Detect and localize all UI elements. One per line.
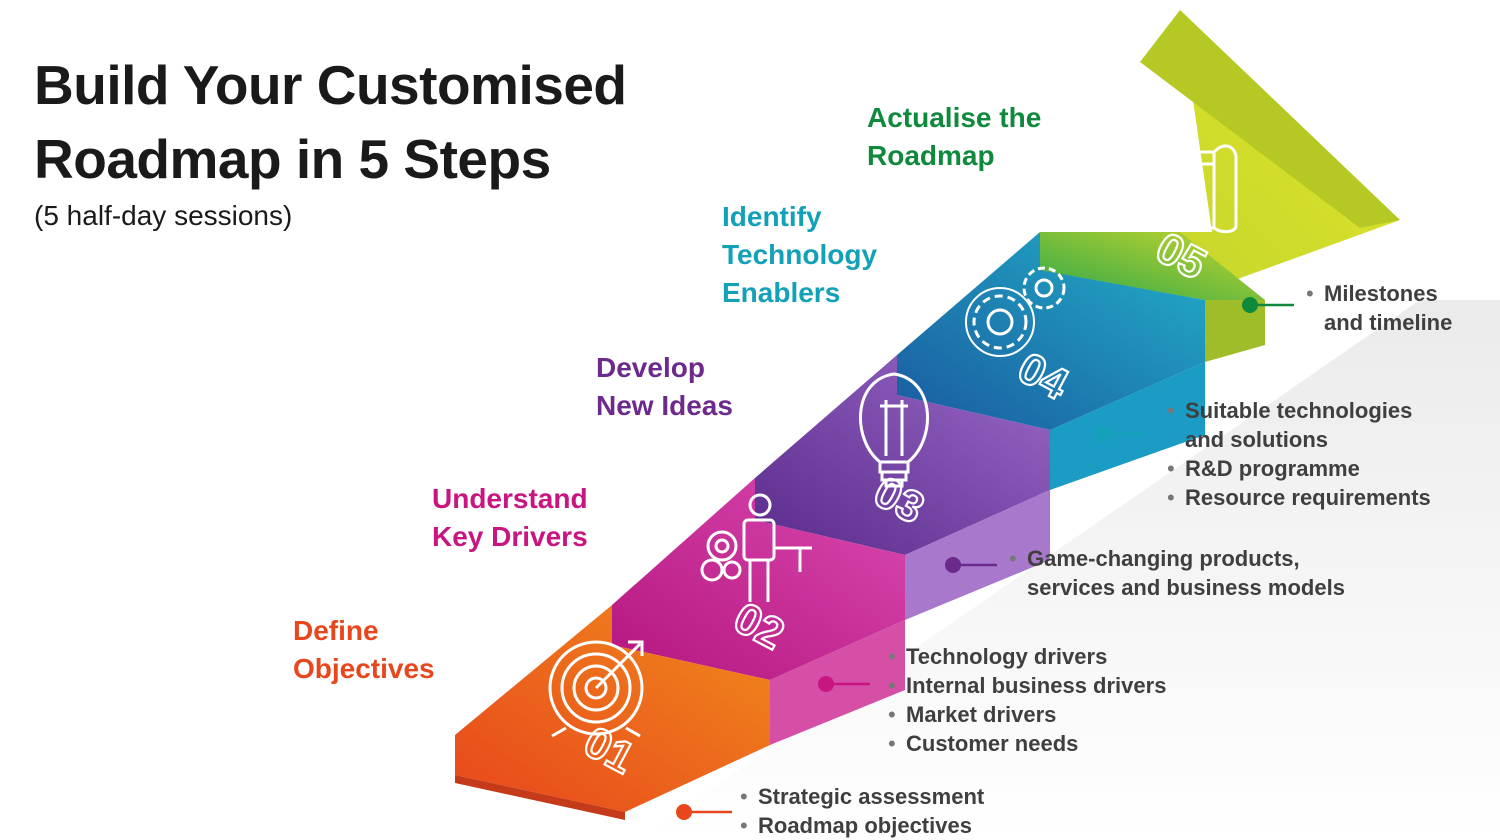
bullet-item-continuation: and solutions <box>1185 427 1328 452</box>
page-subtitle: (5 half-day sessions) <box>34 200 293 231</box>
step-4-side <box>1050 362 1205 490</box>
bullet-item: Technology drivers <box>888 642 1166 671</box>
step-3-side <box>905 490 1050 620</box>
step-1-tread <box>455 605 770 812</box>
step-2-tread <box>612 478 905 680</box>
bullet-item: Strategic assessment <box>740 782 984 811</box>
step-2-label-line-1: Understand <box>432 483 588 514</box>
step-4-label: Identify Technology Enablers <box>722 198 877 312</box>
connector-dot-4 <box>1094 426 1110 442</box>
lightbulb-icon <box>859 372 929 488</box>
step-5-bullets: Milestones and timeline <box>1306 279 1452 337</box>
connector-dot-5 <box>1242 297 1258 313</box>
roadmap-chart-icon <box>1140 144 1238 234</box>
target-icon <box>548 640 644 738</box>
step-4-label-line-1: Identify <box>722 201 822 232</box>
step-5-label-line-2: Roadmap <box>867 140 995 171</box>
bullet-item: Roadmap objectives <box>740 811 984 840</box>
bullet-item: Milestones <box>1306 279 1452 308</box>
step-5-label: Actualise the Roadmap <box>867 99 1041 175</box>
step-2-label-line-2: Key Drivers <box>432 521 588 552</box>
bullet-item: Resource requirements <box>1167 483 1431 512</box>
connector-dot-1 <box>676 804 692 820</box>
title-line-1: Build Your Customised <box>34 54 627 116</box>
person-key-icon <box>700 493 812 602</box>
bullet-item: R&D programme <box>1167 454 1431 483</box>
step-1-label-line-1: Define <box>293 615 379 646</box>
step-1-bullets: Strategic assessment Roadmap objectives <box>740 782 984 840</box>
step-2-side <box>770 620 905 745</box>
step-1-label-line-2: Objectives <box>293 653 435 684</box>
step-3-bullets: Game-changing products, services and bus… <box>1009 544 1345 602</box>
bullet-item: Market drivers <box>888 700 1166 729</box>
step-5-label-line-1: Actualise the <box>867 102 1042 133</box>
step-4-bullets: Suitable technologies and solutions R&D … <box>1167 396 1431 512</box>
page-title: Build Your Customised Roadmap in 5 Steps <box>34 48 627 196</box>
step-4-tread <box>897 232 1205 430</box>
gears-icon <box>965 266 1066 357</box>
step-5-side <box>1205 300 1265 362</box>
bullet-item-continuation: and timeline <box>1324 310 1453 335</box>
step-3-label: Develop New Ideas <box>596 349 733 425</box>
connector-dot-2 <box>818 676 834 692</box>
arrow-head-side <box>1140 10 1400 228</box>
step-3-label-line-1: Develop <box>596 352 705 383</box>
step-1-label: Define Objectives <box>293 612 435 688</box>
bullet-item: Customer needs <box>888 729 1166 758</box>
step-1-front <box>455 775 625 820</box>
step-2-bullets: Technology drivers Internal business dri… <box>888 642 1166 758</box>
bullet-item-continuation: services and business models <box>1027 575 1345 600</box>
step-4-label-line-2: Technology <box>722 239 878 270</box>
title-line-2: Roadmap in 5 Steps <box>34 128 551 190</box>
step-3-label-line-2: New Ideas <box>596 390 733 421</box>
step-2-label: Understand Key Drivers <box>432 480 588 556</box>
bullet-item: Suitable technologies <box>1167 396 1431 425</box>
bullet-item: Internal business drivers <box>888 671 1166 700</box>
connector-dot-3 <box>945 557 961 573</box>
bullet-item: Game-changing products, <box>1009 544 1345 573</box>
step-4-label-line-3: Enablers <box>722 277 841 308</box>
step-5-tread <box>1040 232 1265 300</box>
